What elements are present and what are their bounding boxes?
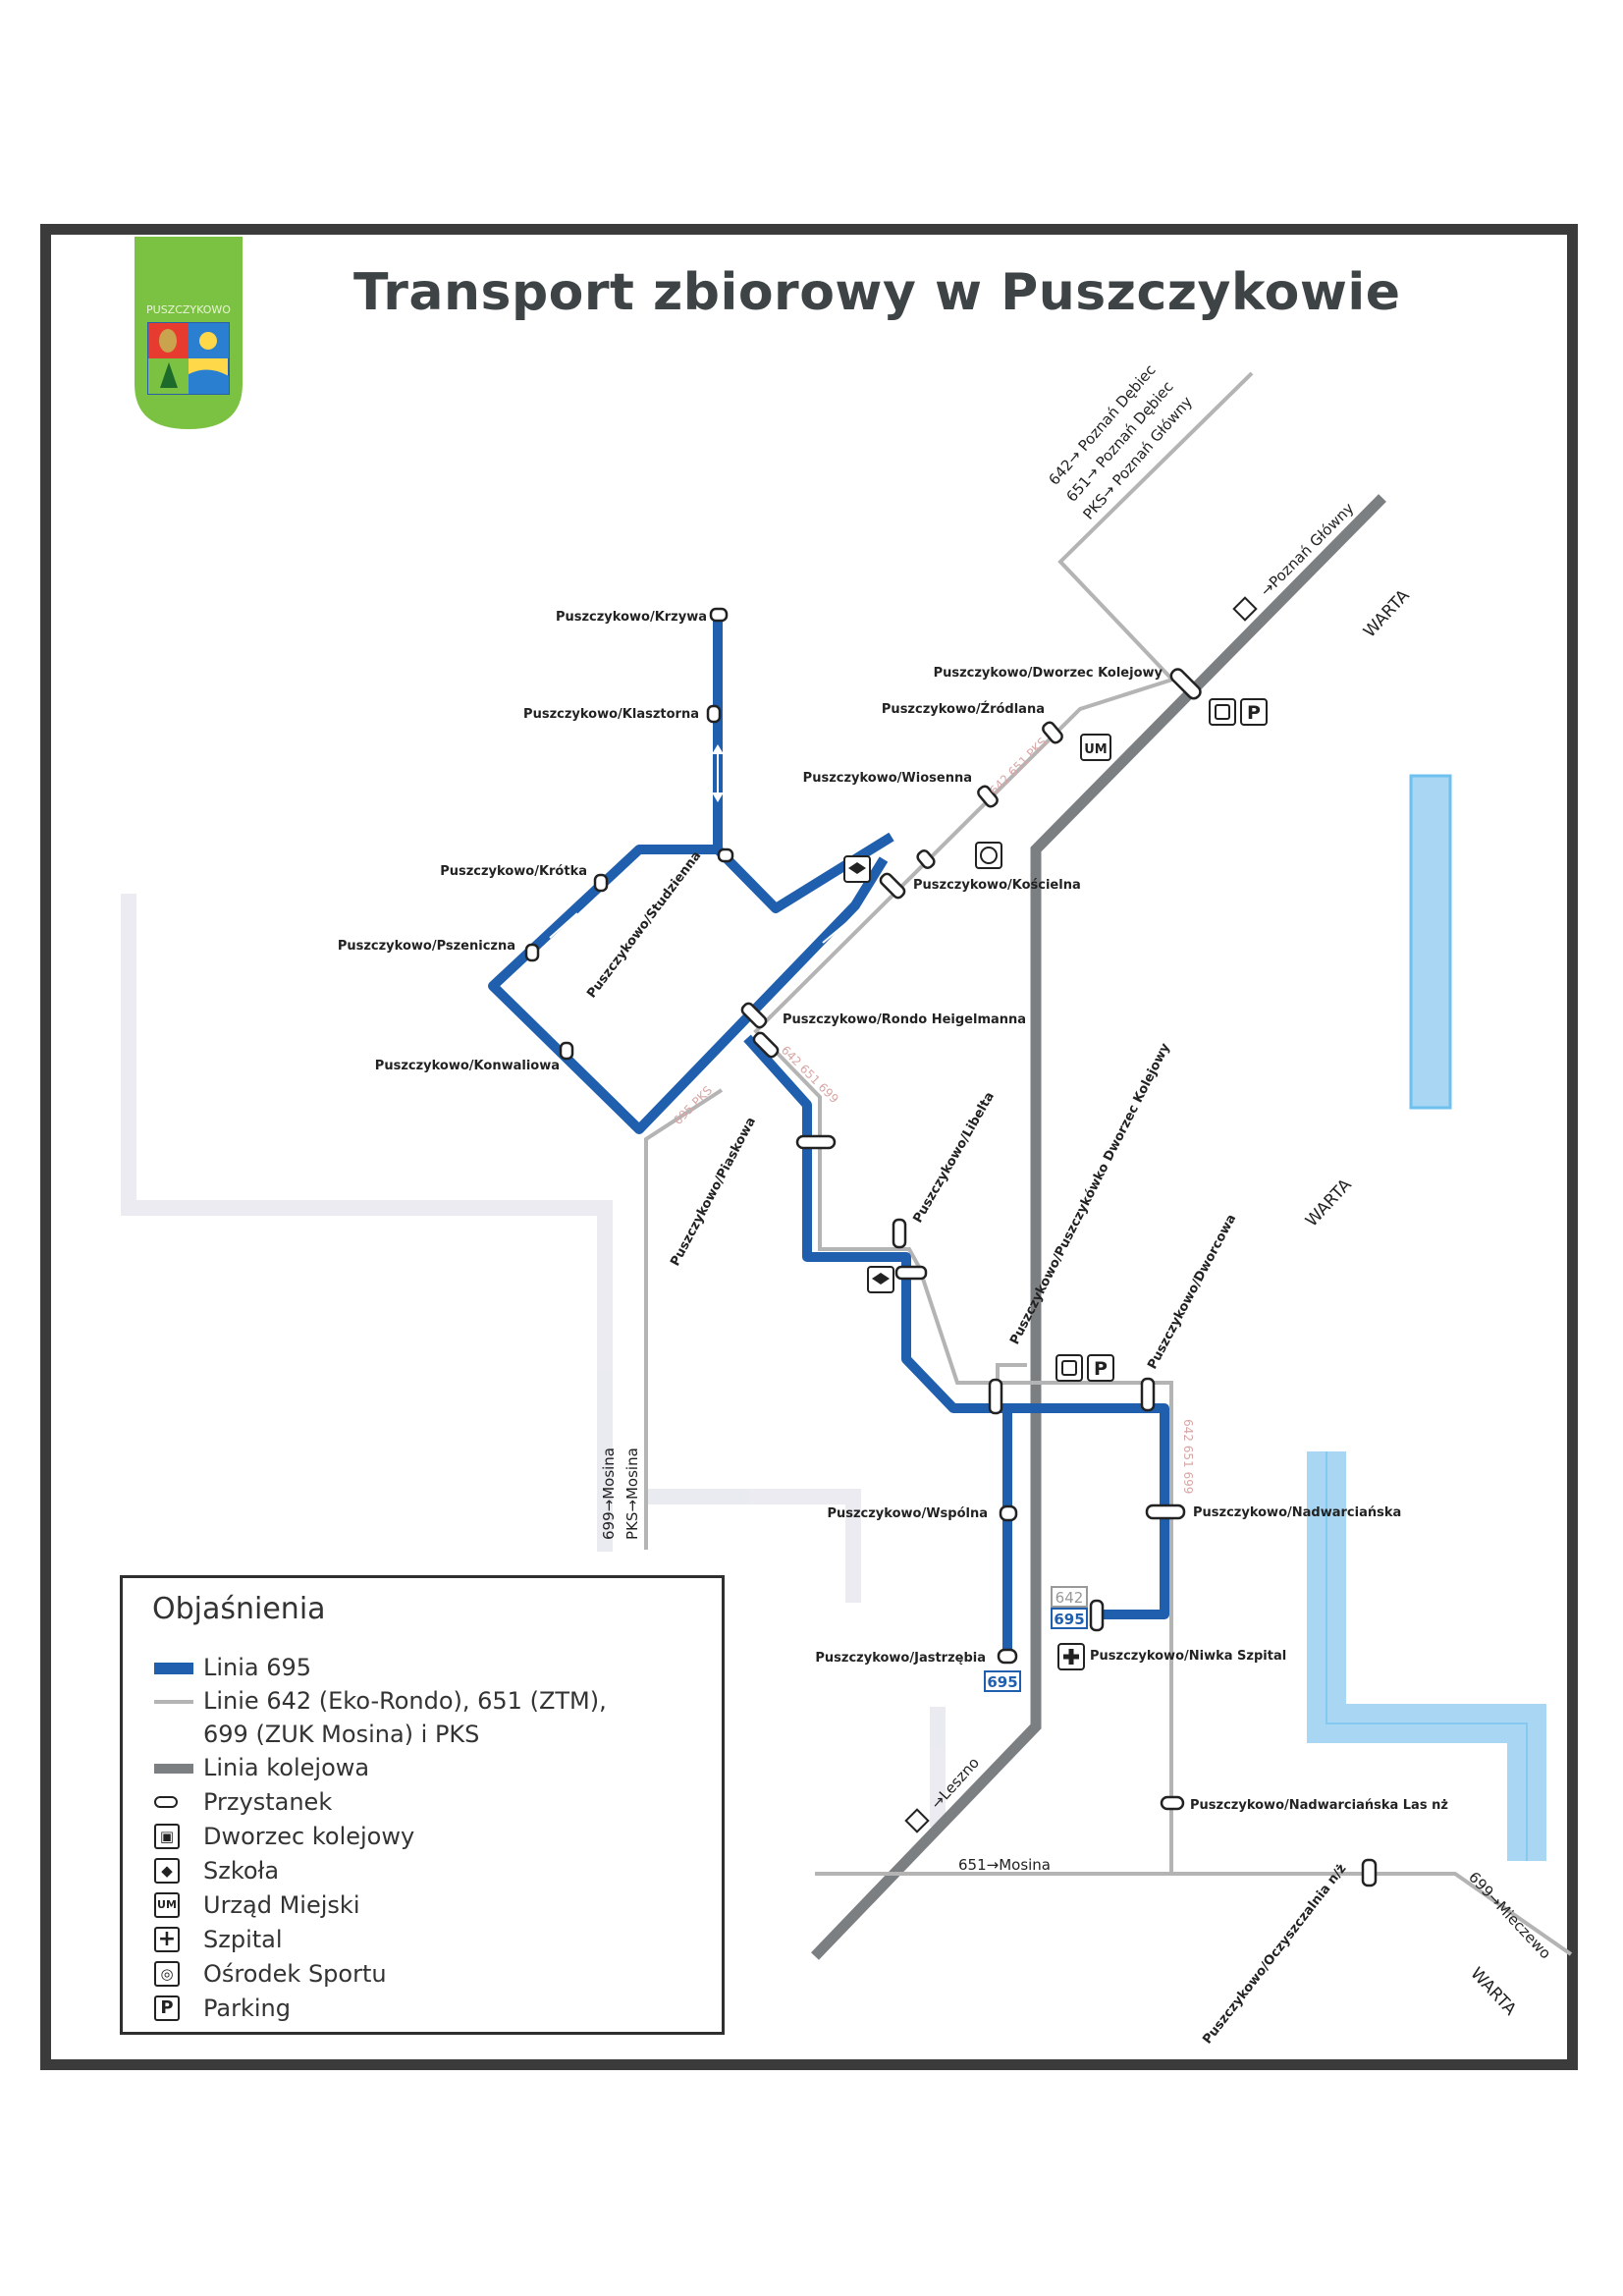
parking-icon: P xyxy=(154,1995,180,2021)
map-frame xyxy=(40,224,1578,2070)
swatch-railway xyxy=(154,1764,193,1774)
sport-ball-icon: ◎ xyxy=(154,1961,180,1987)
stop-marker-icon xyxy=(154,1796,178,1808)
page-title: Transport zbiorowy w Puszczykowie xyxy=(353,263,1401,322)
crest-text: PUSZCZYKOWO xyxy=(146,303,231,316)
train-station-icon: ▣ xyxy=(154,1824,180,1849)
town-hall-icon: UM xyxy=(154,1892,180,1918)
hospital-cross-icon: + xyxy=(154,1927,180,1952)
swatch-bus-lines xyxy=(154,1700,193,1704)
legend-title: Objaśnienia xyxy=(152,1592,326,1626)
coat-of-arms: PUSZCZYKOWO xyxy=(135,237,243,429)
swatch-line-695 xyxy=(154,1663,193,1674)
legend: Objaśnienia Linia 695 Linie 642 (Eko-Ron… xyxy=(120,1575,725,2035)
school-icon: ◆ xyxy=(154,1858,180,1884)
